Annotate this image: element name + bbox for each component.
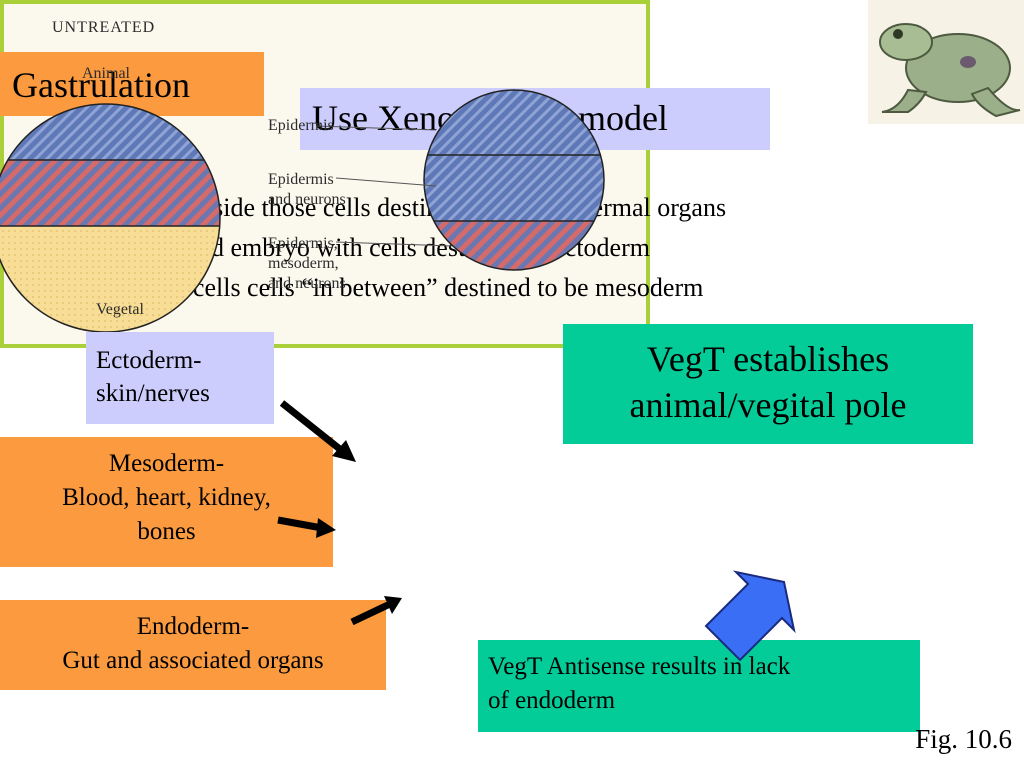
vegetal-label: Vegetal <box>96 301 144 318</box>
ectoderm-callout: Ectoderm- skin/nerves <box>86 332 274 424</box>
endoderm-callout: Endoderm- Gut and associated organs <box>0 600 386 690</box>
untreated-label: UNTREATED <box>52 19 156 36</box>
slide-title: Gastrulation <box>12 65 190 105</box>
untreated-embryo <box>0 104 220 332</box>
mixed-label-1: Epidermis, <box>268 235 338 252</box>
antisense-embryo <box>424 90 604 270</box>
animal-label: Animal <box>82 65 130 82</box>
antisense-callout: VegT Antisense results in lack of endode… <box>478 640 920 732</box>
epidermis-label: Epidermis <box>268 117 334 134</box>
epidermis-neurons-label-2: and neurons <box>268 191 346 208</box>
mixed-label-3: and neurons <box>268 275 346 292</box>
embryo-figure: UNTREATED Animal Vegetal Epidermis Epide… <box>0 0 650 348</box>
mixed-label-2: mesoderm, <box>268 255 339 272</box>
epidermis-neurons-label-1: Epidermis <box>268 171 334 188</box>
mesoderm-callout: Mesoderm- Blood, heart, kidney, bones <box>0 437 333 567</box>
vegt-callout: VegT establishes animal/vegital pole <box>563 324 973 444</box>
title-box: Gastrulation <box>0 52 264 116</box>
frog-illustration <box>868 0 1024 124</box>
figure-number: Fig. 10.6 <box>915 724 1012 754</box>
